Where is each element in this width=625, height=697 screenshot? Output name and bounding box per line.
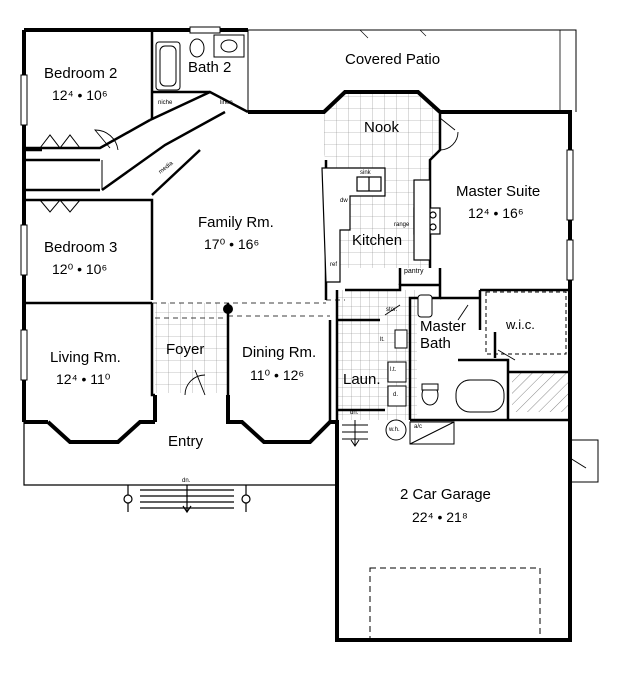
- sink-label: sink: [360, 170, 371, 176]
- garage-stairs: [342, 420, 368, 447]
- bath2-fixtures: [155, 34, 245, 91]
- master-suite-dimensions: 12⁴ • 16⁶: [468, 205, 524, 221]
- master-bath-label: Master Bath: [420, 318, 466, 353]
- ac-label: a/c: [414, 424, 423, 430]
- garage-label: 2 Car Garage: [400, 486, 491, 503]
- entry-porch: [23, 422, 337, 514]
- dryer-label: d.: [393, 392, 399, 398]
- dw-label: dw: [340, 198, 348, 204]
- wic-label: w.i.c.: [506, 317, 535, 332]
- niche-label: niche: [158, 100, 173, 106]
- laundry-fixtures: [385, 329, 455, 445]
- dining-room-label: Dining Rm.: [242, 344, 317, 361]
- master-suite-label: Master Suite: [456, 183, 541, 200]
- stairs-down-label: dn.: [350, 410, 359, 416]
- family-room-dimensions: 17⁰ • 16⁶: [204, 236, 260, 252]
- laundry-label: Laun.: [343, 371, 381, 388]
- kitchen-counters: [321, 167, 441, 283]
- entry-down-label: dn.: [182, 478, 191, 484]
- linen-label: linen: [220, 100, 233, 106]
- bedroom2-dimensions: 12⁴ • 10⁶: [52, 87, 108, 103]
- pantry-label: pantry: [404, 268, 424, 275]
- living-room-label: Living Rm.: [50, 349, 121, 366]
- windows: [20, 26, 574, 381]
- nook-label: Nook: [364, 119, 400, 136]
- storage-label: stor.: [386, 307, 398, 313]
- bath2-label: Bath 2: [188, 59, 232, 76]
- entry-label: Entry: [168, 433, 204, 450]
- family-room-label: Family Rm.: [198, 214, 274, 231]
- bedroom3-dimensions: 12⁰ • 10⁶: [52, 261, 108, 277]
- bedroom3-label: Bedroom 3: [44, 239, 118, 256]
- garage-door: [369, 567, 541, 641]
- laundry-tray-label: lt.: [380, 337, 385, 343]
- master-bath-fixtures: [417, 291, 567, 413]
- water-heater: [385, 419, 407, 441]
- living-room-dimensions: 12⁴ • 11⁰: [56, 371, 111, 387]
- dashed-boundaries: [152, 299, 345, 319]
- garage-side-door: [569, 439, 599, 483]
- doors: [94, 117, 516, 396]
- covered-patio-outline: [247, 29, 577, 112]
- kitchen-label: Kitchen: [352, 232, 403, 249]
- ldry-tub-label: l.t.: [390, 367, 397, 373]
- ref-label: ref: [330, 262, 338, 268]
- closet-doors: [39, 134, 103, 213]
- garage-dimensions: 22⁴ • 21⁸: [412, 509, 468, 525]
- bedroom2-label: Bedroom 2: [44, 65, 118, 82]
- foyer-column: [223, 304, 233, 314]
- shower-tile: [512, 372, 568, 412]
- dining-room-dimensions: 11⁰ • 12⁶: [250, 367, 305, 383]
- covered-patio-label: Covered Patio: [345, 51, 441, 68]
- exterior-walls: [22, 28, 572, 642]
- foyer-label: Foyer: [166, 341, 205, 358]
- range-label: range: [394, 222, 410, 228]
- water-heater-label: w.h.: [389, 427, 400, 433]
